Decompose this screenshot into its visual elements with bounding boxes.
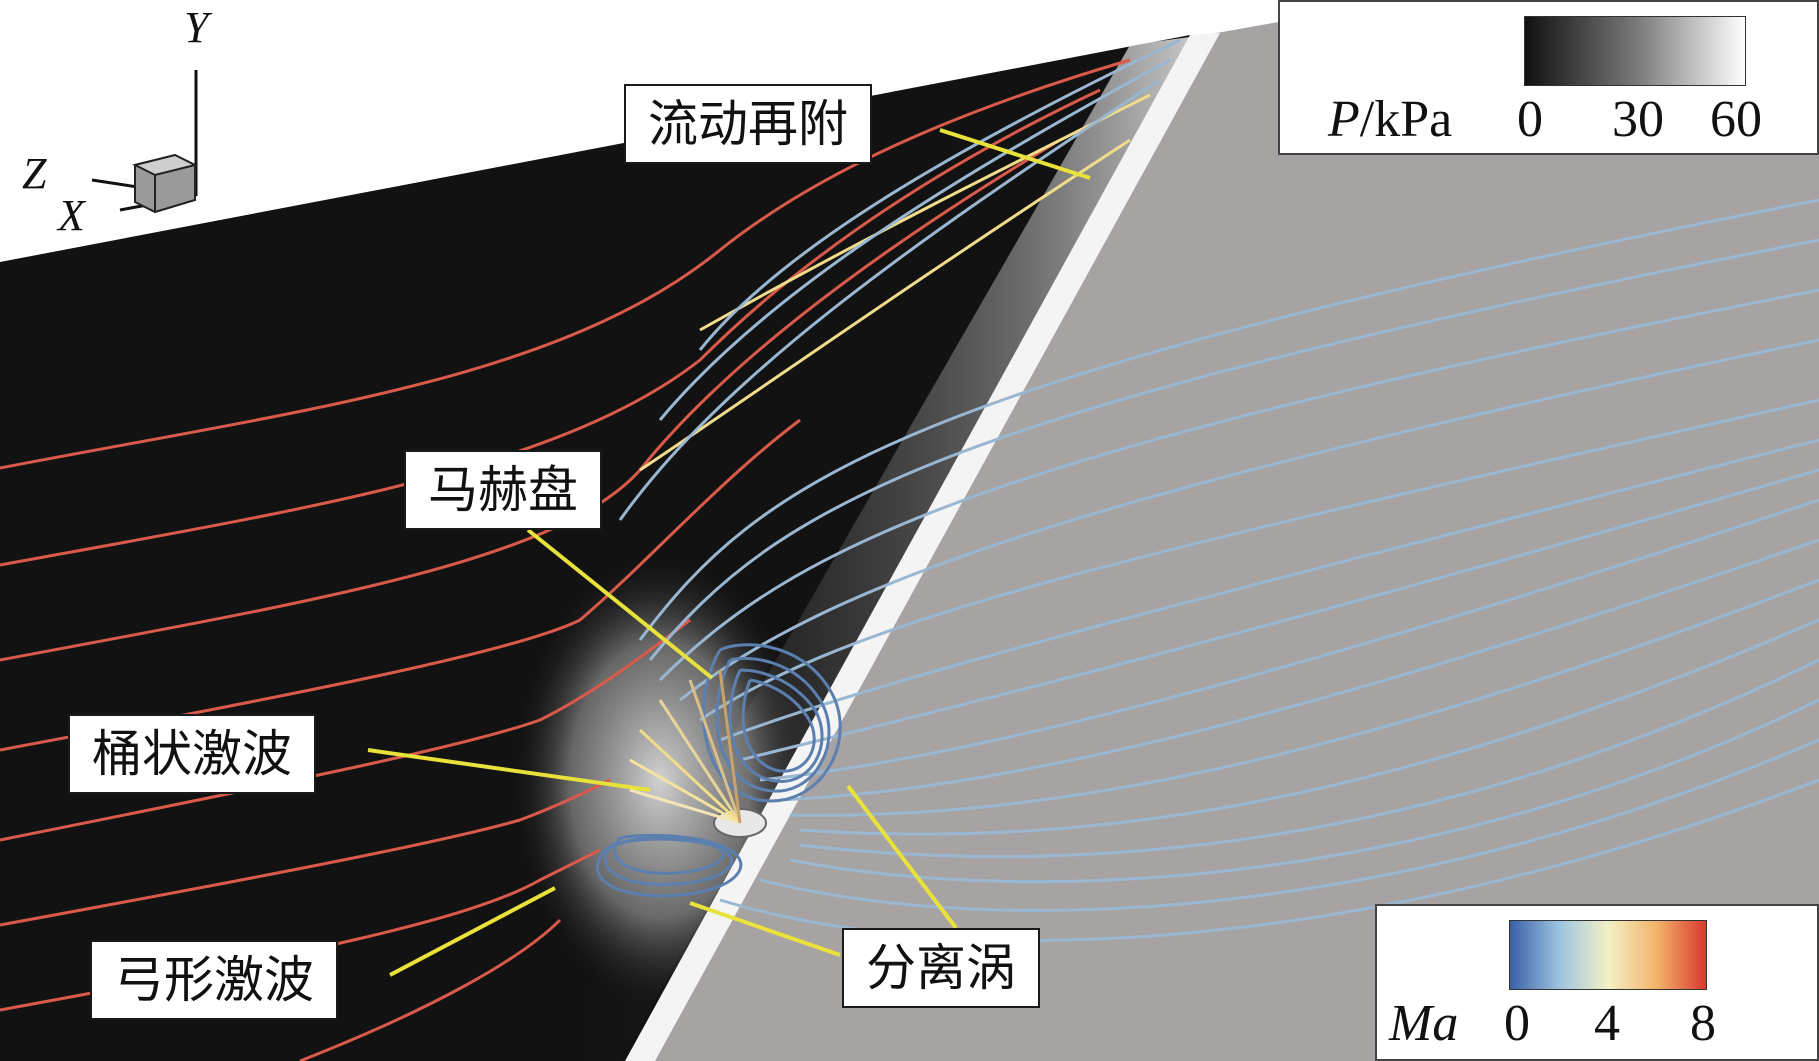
label-bow-shock: 弓形激波 (90, 940, 338, 1020)
axis-label-x: X (58, 191, 85, 240)
label-barrel-shock: 桶状激波 (68, 714, 316, 794)
downstream-streamlines (618, 38, 1819, 942)
label-mach-disk: 马赫盘 (404, 450, 602, 530)
separation-vortex-streamlines (596, 643, 842, 898)
axis-label-z: Z (22, 149, 47, 198)
mach-disk-rays (629, 669, 742, 825)
label-flow-reattachment: 流动再附 (624, 84, 872, 164)
low-pressure-region (0, 35, 1230, 1061)
pressure-legend: P/kPa 0 30 60 (1278, 0, 1819, 155)
plate-surface (650, 20, 1819, 1061)
pressure-tick-30: 30 (1612, 91, 1664, 148)
pressure-colorbar (1524, 16, 1746, 86)
mach-tick-4: 4 (1594, 995, 1620, 1052)
pressure-legend-title: P/kPa (1328, 90, 1452, 149)
mach-tick-8: 8 (1690, 995, 1716, 1052)
label-separation-vortex: 分离涡 (842, 928, 1040, 1008)
pressure-unit: /kPa (1359, 91, 1453, 148)
mach-legend-title: Ma (1389, 995, 1459, 1052)
pressure-tick-60: 60 (1710, 91, 1762, 148)
mach-colorbar (1509, 920, 1707, 990)
plate-leading-edge (625, 33, 1220, 1061)
axis-label-y: Y (184, 3, 209, 52)
callout-lines (367, 128, 1091, 977)
axis-cube (132, 153, 198, 214)
mach-legend: Ma 0 4 8 (1375, 904, 1819, 1061)
pressure-tick-0: 0 (1517, 91, 1543, 148)
pressure-symbol: P (1328, 91, 1360, 148)
freestream-streamlines (0, 58, 1131, 1061)
mach-tick-0: 0 (1504, 995, 1530, 1052)
